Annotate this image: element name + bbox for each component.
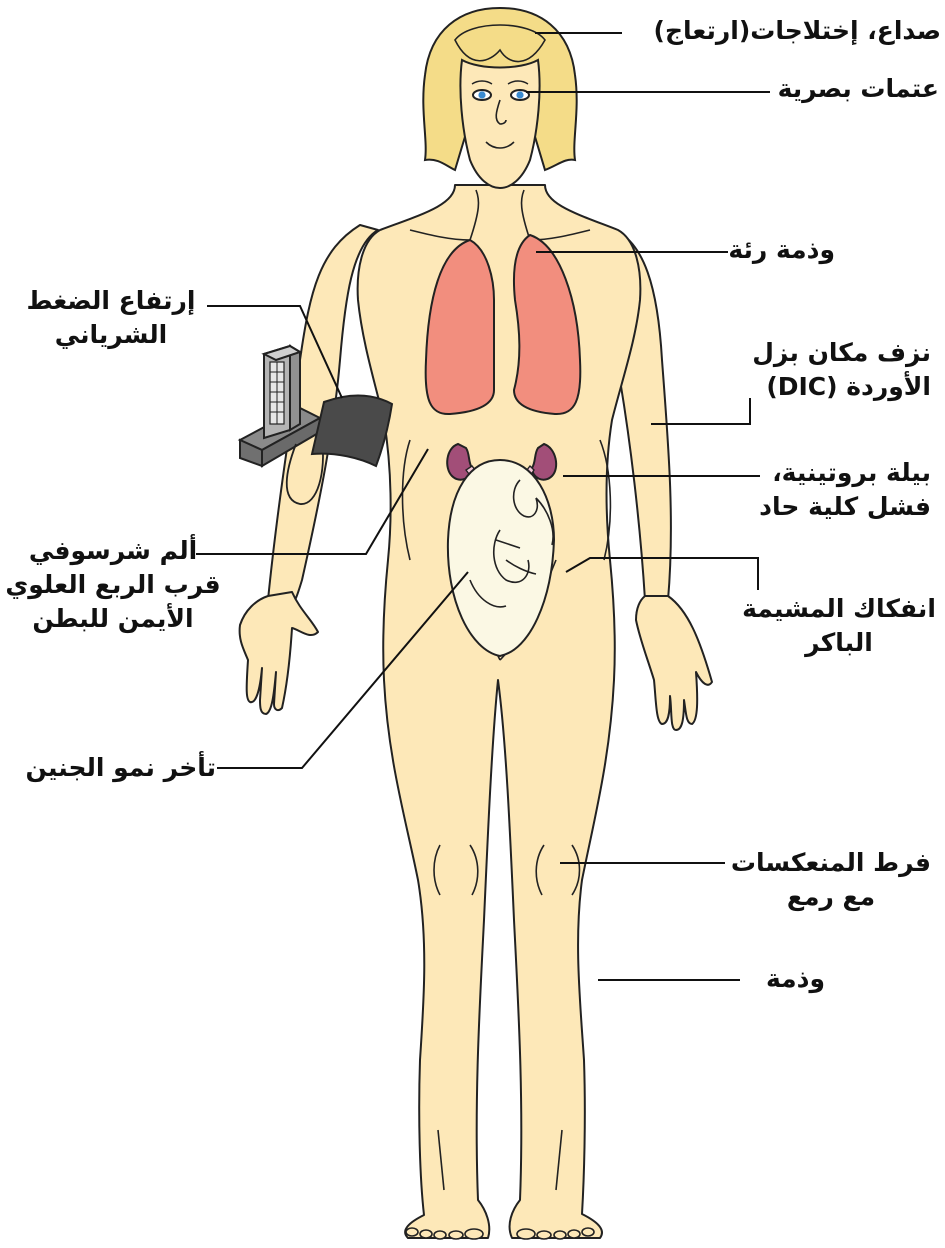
- right-lung: [512, 233, 582, 416]
- label-headache-seizures: صداع، إختلاجات(ارتعاج): [653, 16, 941, 45]
- label-hyperreflexia: فرط المنعكسات مع رمع: [730, 848, 931, 911]
- left-hand: [238, 591, 319, 715]
- leader-abruption: [565, 557, 759, 590]
- label-proteinuria: بيلة بروتينية، فشل كلية حاد: [759, 458, 931, 521]
- label-dic-bleeding: نزف مكان بزل الأوردة (DIC): [752, 338, 931, 401]
- bp-tube: [285, 439, 324, 505]
- nose: [495, 99, 507, 125]
- fringe: [454, 24, 546, 63]
- right-hand: [635, 595, 713, 731]
- label-fetal-growth-restriction: تأخر نمو الجنين: [25, 753, 216, 782]
- label-pulmonary-edema: وذمة رئة: [728, 235, 835, 264]
- uterus-fetus: [446, 458, 556, 658]
- right-kidney: [530, 442, 558, 481]
- leader-lines: [196, 32, 770, 981]
- label-epigastric-pain: ألم شرسوفي قرب الربع العلوي الأيمن للبطن: [5, 536, 221, 633]
- blood-pressure-monitor-icon: [237, 344, 394, 505]
- label-hypertension: إرتفاع الضغط الشرياني: [26, 286, 196, 349]
- fetus-contours: [469, 479, 554, 608]
- bp-cuff: [310, 394, 394, 468]
- label-placental-abruption: انفكاك المشيمة الباكر: [742, 594, 936, 657]
- mouth: [485, 141, 515, 149]
- body-figure: [238, 184, 713, 1240]
- head: [422, 6, 578, 190]
- leader-growth: [217, 571, 469, 769]
- left-lung: [424, 238, 495, 416]
- organs: [424, 233, 582, 658]
- leader-hypertension: [207, 305, 343, 399]
- label-edema: وذمة: [765, 964, 825, 993]
- leader-dic: [651, 398, 751, 425]
- torso: [356, 184, 642, 1239]
- label-visual-scotomas: عتمات بصرية: [777, 74, 939, 103]
- leader-epigastric: [196, 448, 429, 555]
- toes: [405, 1227, 595, 1240]
